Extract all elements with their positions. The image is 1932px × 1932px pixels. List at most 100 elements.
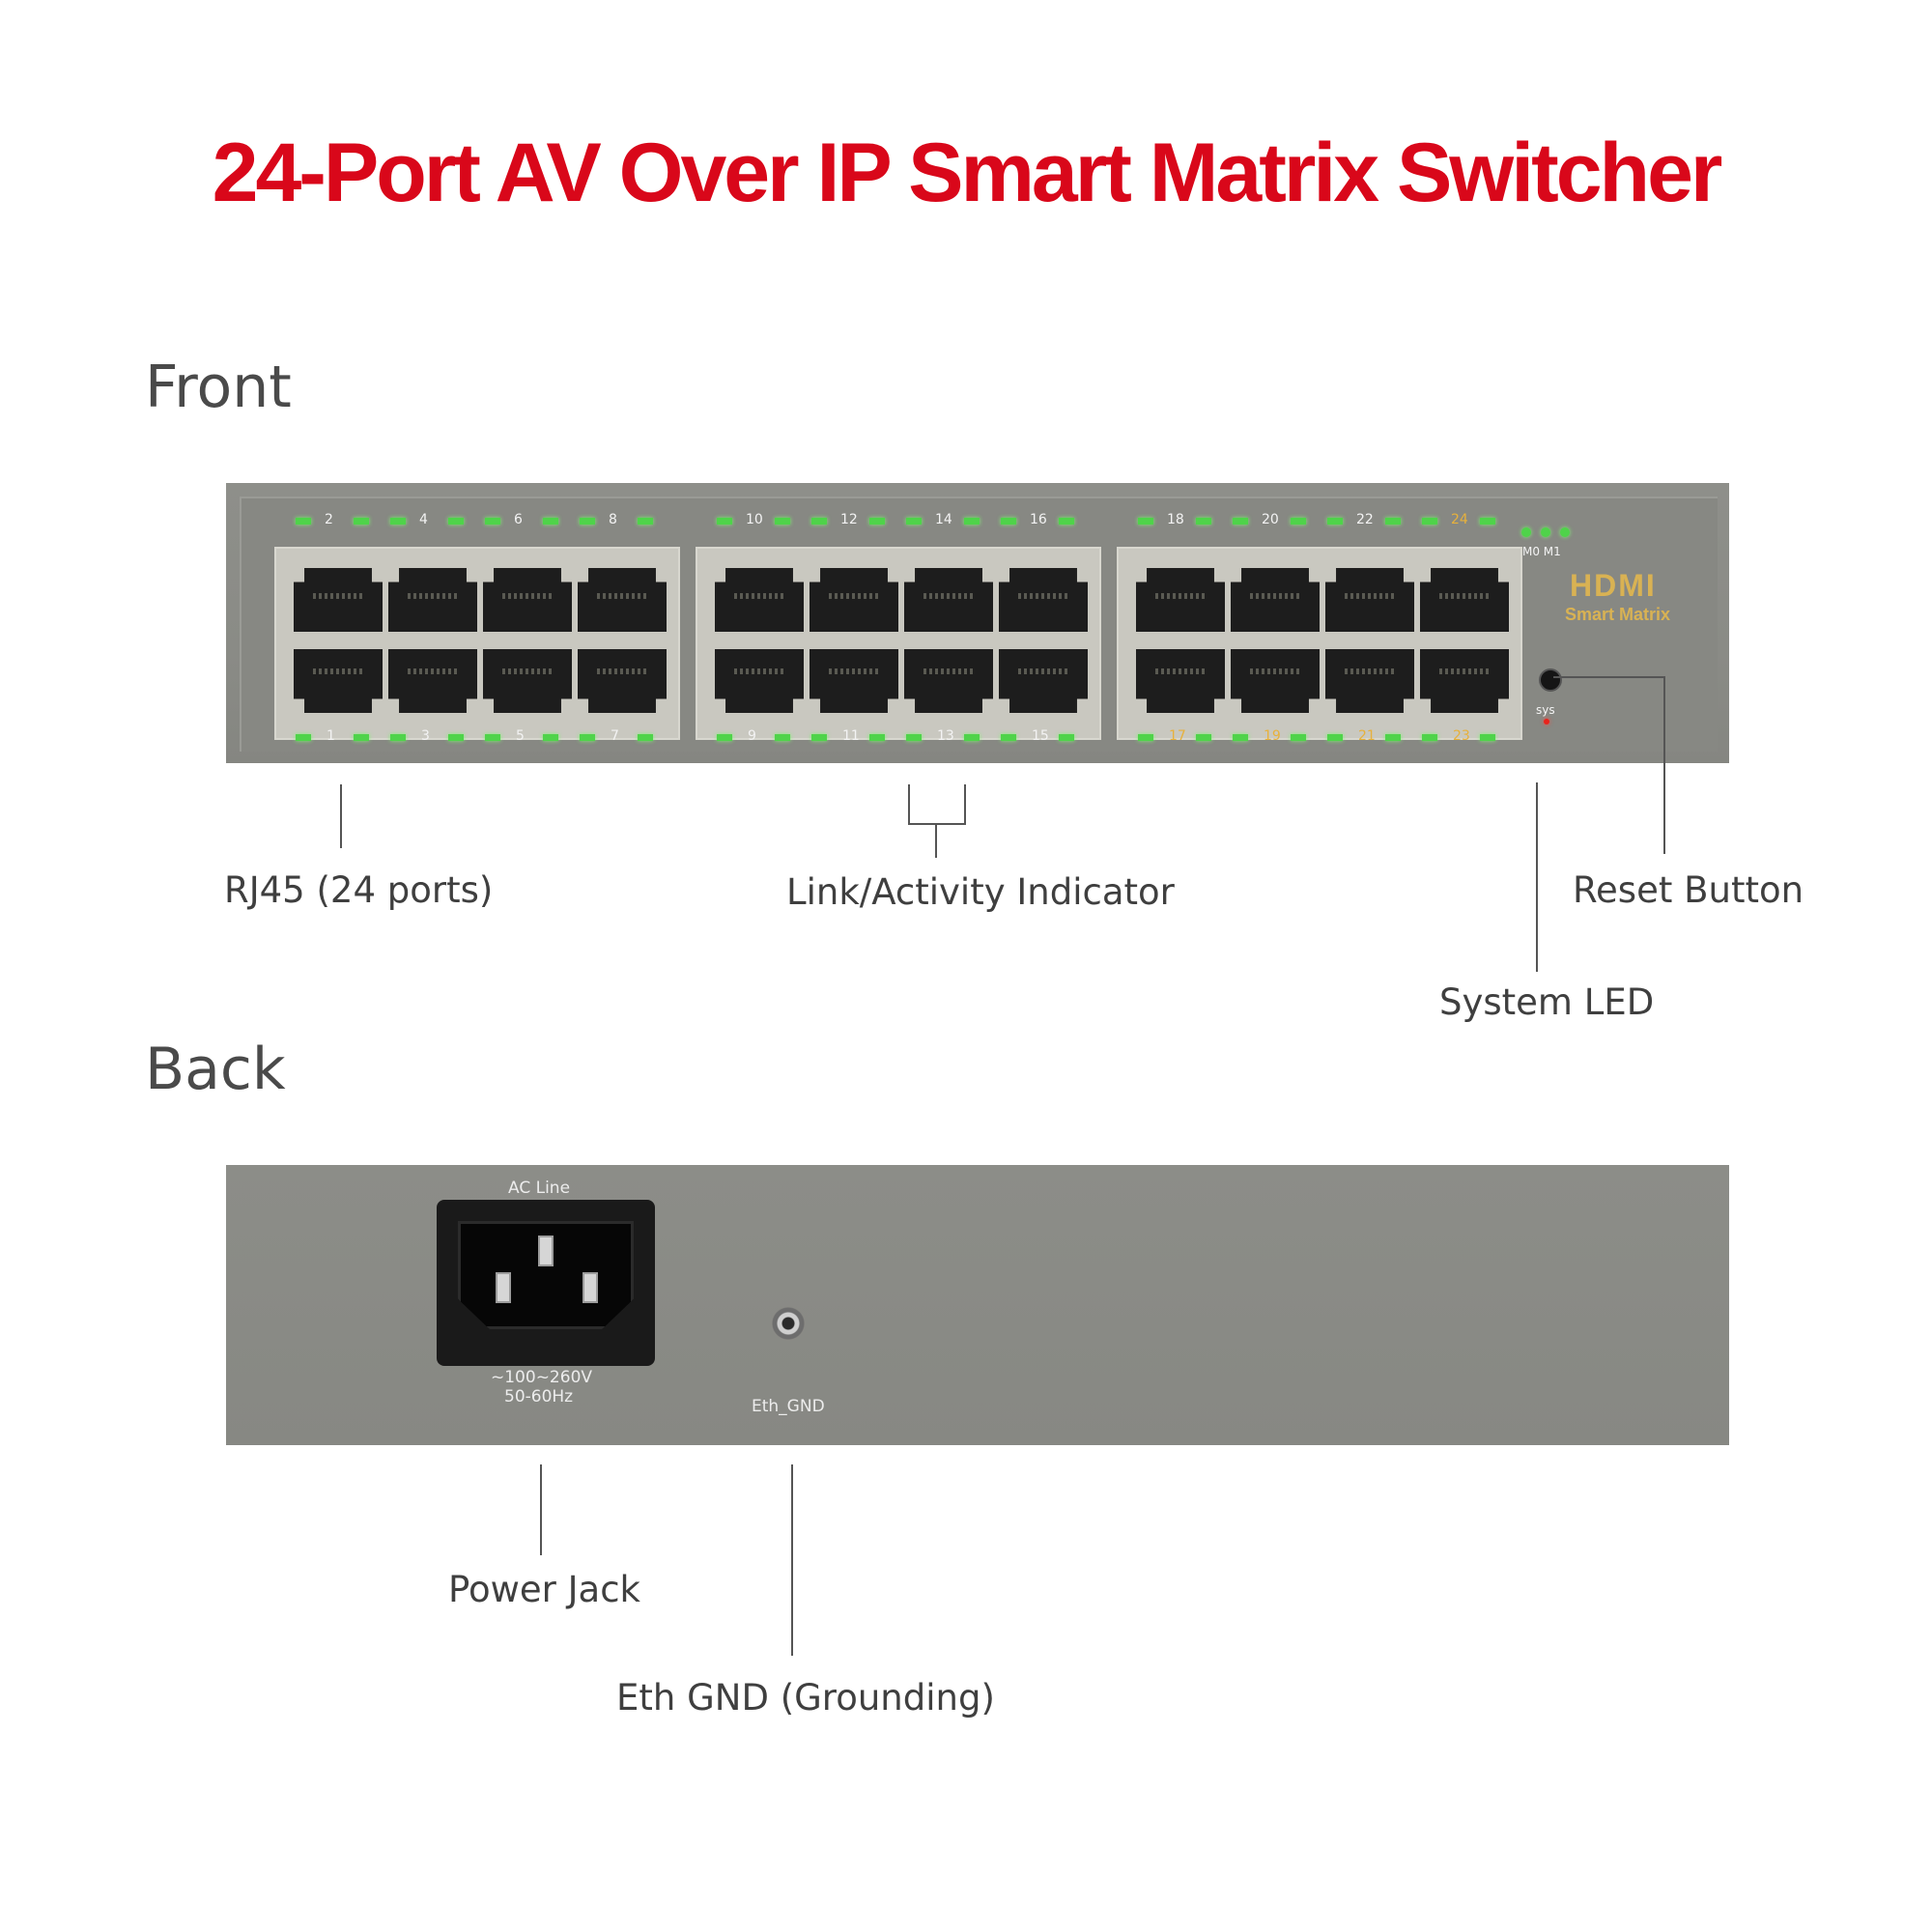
link-led [1001, 734, 1016, 741]
eth-gnd-panel-label: Eth_GND [752, 1397, 825, 1416]
eth-gnd-leader-line [791, 1464, 793, 1656]
power-jack-line-pin [496, 1272, 511, 1303]
link-activity-bracket-right [964, 784, 966, 823]
rj45-port-5[interactable] [483, 649, 572, 713]
activity-led [1385, 518, 1401, 525]
link-led [580, 518, 595, 525]
activity-led [448, 518, 464, 525]
power-jack-callout-label: Power Jack [448, 1569, 640, 1610]
power-jack-neutral-pin [582, 1272, 598, 1303]
rj45-port-22[interactable] [1325, 568, 1414, 632]
port-number-label: 4 [419, 512, 428, 527]
rj45-port-21[interactable] [1325, 649, 1414, 713]
front-section-title: Front [145, 354, 292, 421]
rj45-port-8[interactable] [578, 568, 667, 632]
rj45-port-18[interactable] [1136, 568, 1225, 632]
rj45-port-10[interactable] [715, 568, 804, 632]
port-number-label: 17 [1169, 728, 1186, 744]
rj45-port-3[interactable] [388, 649, 477, 713]
port-number-label: 1 [327, 728, 335, 744]
rj45-port-1[interactable] [294, 649, 383, 713]
link-activity-bracket-base [908, 823, 966, 825]
eth-gnd-callout-label: Eth GND (Grounding) [616, 1677, 995, 1719]
rj45-port-15[interactable] [999, 649, 1088, 713]
activity-led [1480, 518, 1495, 525]
rj45-port-13[interactable] [904, 649, 993, 713]
rj45-port-12[interactable] [810, 568, 898, 632]
back-section-title: Back [145, 1036, 286, 1103]
power-jack-socket [458, 1221, 634, 1329]
link-led [1233, 518, 1248, 525]
port-number-label: 19 [1264, 728, 1281, 744]
rj45-port-11[interactable] [810, 649, 898, 713]
link-activity-leader-line [935, 823, 937, 858]
link-led [296, 518, 311, 525]
port-number-label: 10 [746, 512, 763, 527]
m1-indicator-led [1541, 527, 1550, 537]
link-led [1001, 518, 1016, 525]
power-jack-ground-pin [538, 1236, 554, 1266]
link-led [485, 518, 500, 525]
port-number-label: 18 [1167, 512, 1184, 527]
link-led [811, 518, 827, 525]
rj45-port-23[interactable] [1420, 649, 1509, 713]
port-block-3 [1117, 547, 1522, 740]
port-number-label: 11 [842, 728, 860, 744]
reset-button[interactable] [1539, 668, 1562, 692]
link-led [580, 734, 595, 741]
port-number-label: 12 [840, 512, 858, 527]
activity-led [1385, 734, 1401, 741]
rj45-port-17[interactable] [1136, 649, 1225, 713]
port-number-label: 7 [611, 728, 619, 744]
smart-matrix-logo-text: Smart Matrix [1565, 605, 1671, 624]
activity-led [869, 518, 885, 525]
power-jack-leader-line [540, 1464, 542, 1555]
port-number-label: 2 [325, 512, 333, 527]
m0-m1-label: M0 M1 [1522, 545, 1561, 558]
port-block-1 [274, 547, 680, 740]
port-number-label: 6 [514, 512, 523, 527]
port-number-label: 21 [1358, 728, 1376, 744]
port-number-label: 15 [1032, 728, 1049, 744]
activity-led [1196, 518, 1211, 525]
link-led [906, 518, 922, 525]
rj45-port-7[interactable] [578, 649, 667, 713]
activity-led [354, 734, 369, 741]
power-jack[interactable] [437, 1200, 655, 1366]
activity-led [543, 734, 558, 741]
port-block-2 [696, 547, 1101, 740]
rj45-port-9[interactable] [715, 649, 804, 713]
reset-button-callout-label: Reset Button [1573, 869, 1804, 911]
link-led [390, 734, 406, 741]
link-led [906, 734, 922, 741]
port-number-label: 22 [1356, 512, 1374, 527]
link-led [1327, 734, 1343, 741]
rj45-port-4[interactable] [388, 568, 477, 632]
ac-line-label: AC Line [508, 1179, 571, 1198]
activity-led [1291, 518, 1306, 525]
link-led [1327, 518, 1343, 525]
reset-button-leader-vertical [1663, 676, 1665, 854]
rj45-port-6[interactable] [483, 568, 572, 632]
activity-led [1059, 518, 1074, 525]
reset-button-leader-horizontal [1553, 676, 1665, 678]
hdmi-logo: HDMI [1570, 568, 1657, 603]
link-activity-bracket-left [908, 784, 910, 823]
eth-gnd-post[interactable] [771, 1306, 806, 1341]
link-led [1422, 734, 1437, 741]
activity-led [964, 734, 980, 741]
back-panel: AC Line ~100~260V 50-60Hz Eth_GND [226, 1165, 1729, 1445]
rj45-port-16[interactable] [999, 568, 1088, 632]
rj45-port-24[interactable] [1420, 568, 1509, 632]
rj45-port-19[interactable] [1231, 649, 1320, 713]
rj45-port-2[interactable] [294, 568, 383, 632]
link-led [1233, 734, 1248, 741]
rj45-leader-line [340, 784, 342, 848]
activity-led [1059, 734, 1074, 741]
port-number-label: 23 [1453, 728, 1470, 744]
rj45-port-20[interactable] [1231, 568, 1320, 632]
port-number-label: 13 [937, 728, 954, 744]
rj45-port-14[interactable] [904, 568, 993, 632]
port-number-label: 24 [1451, 512, 1468, 527]
